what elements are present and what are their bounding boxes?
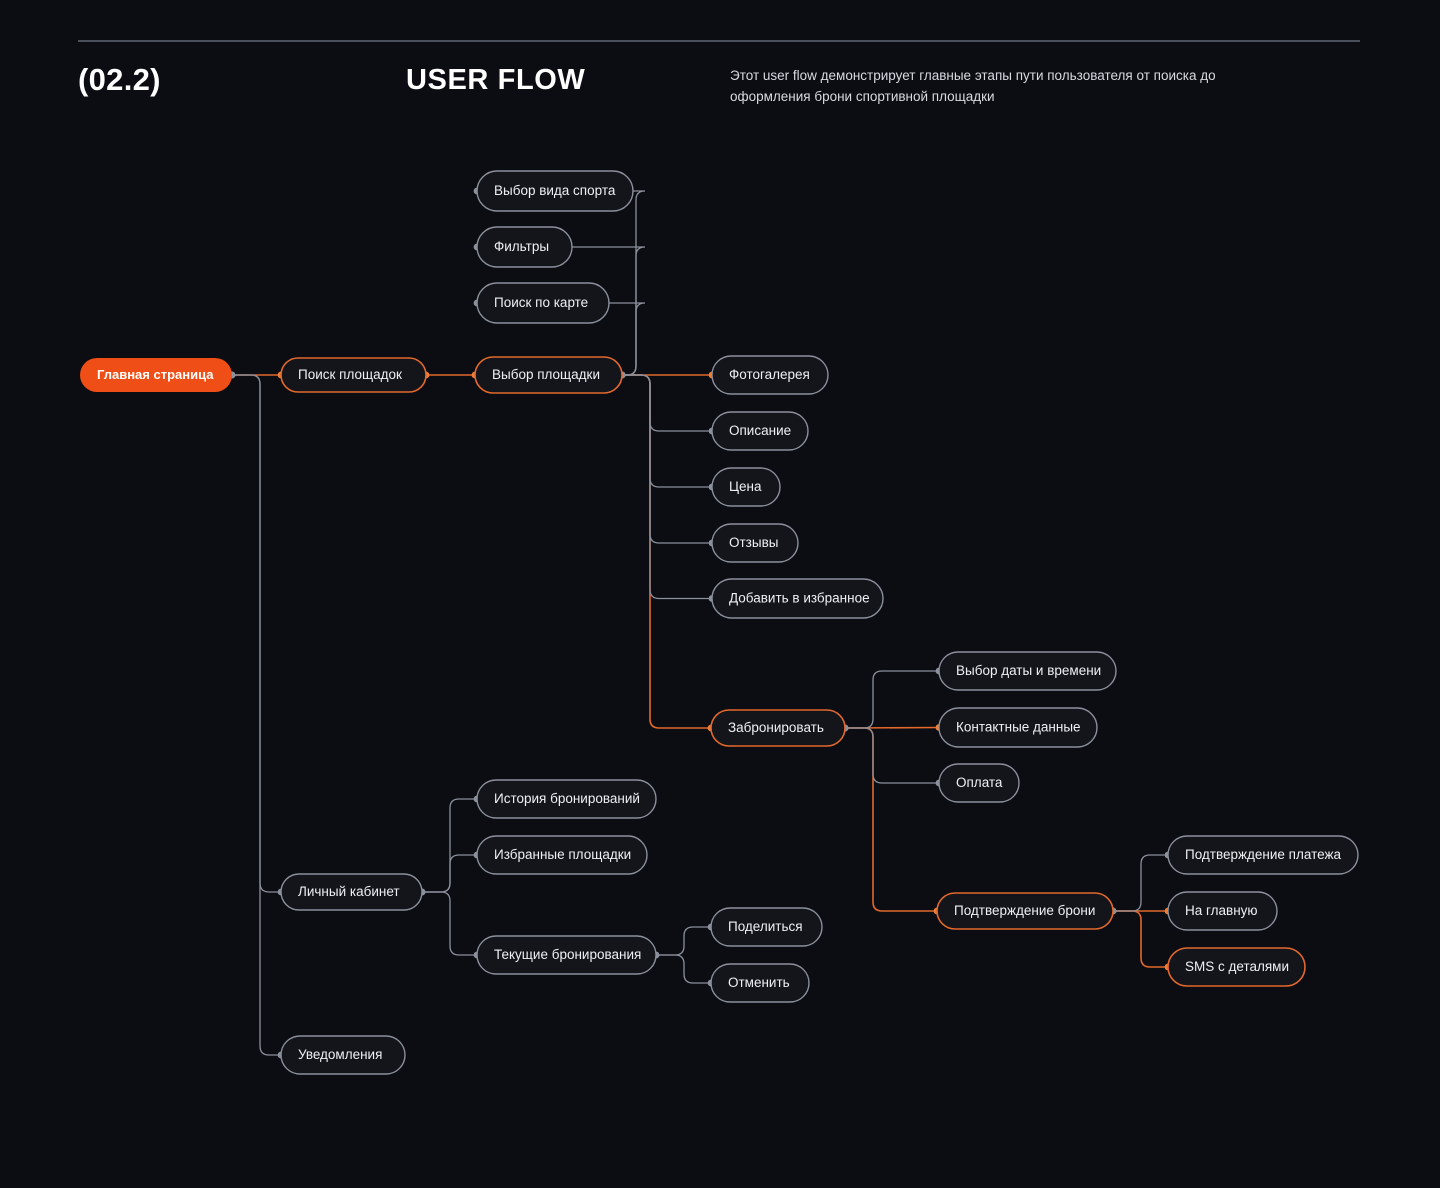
node-label: Забронировать [728, 720, 824, 735]
flow-edge [656, 926, 711, 956]
flow-node-price[interactable]: Цена [711, 467, 781, 507]
node-shape [1167, 947, 1306, 987]
nodes-layer: Главная страница Поиск площадок Выбор вида… [80, 170, 1359, 1075]
node-shape [280, 873, 423, 911]
flow-node-notify[interactable]: Уведомления [280, 1035, 406, 1075]
flow-node-cancel[interactable]: Отменить [710, 963, 810, 1003]
node-label: Выбор даты и времени [956, 663, 1101, 678]
node-label: Выбор площадки [492, 367, 600, 382]
node-label: Фильтры [494, 239, 549, 254]
node-shape [476, 226, 573, 268]
flow-edge [845, 727, 937, 912]
flow-node-sms[interactable]: SMS с деталями [1167, 947, 1306, 987]
node-label: Текущие бронирования [494, 947, 641, 962]
flow-node-photos[interactable]: Фотогалерея [711, 355, 829, 395]
node-label: Поиск площадок [298, 367, 402, 382]
flow-node-tohome[interactable]: На главную [1167, 891, 1278, 931]
node-shape [1167, 835, 1359, 875]
page-title: USER FLOW [406, 64, 586, 96]
flow-edge [622, 374, 712, 600]
flow-node-reviews[interactable]: Отзывы [711, 523, 799, 563]
node-shape [711, 523, 799, 563]
flow-node-account[interactable]: Личный кабинет [280, 873, 423, 911]
flow-node-contacts[interactable]: Контактные данные [938, 707, 1098, 748]
flow-edge [845, 727, 939, 784]
node-shape [936, 892, 1114, 930]
node-shape [711, 411, 809, 451]
node-label: Фотогалерея [729, 367, 810, 382]
node-shape [476, 935, 657, 975]
flow-node-share[interactable]: Поделиться [710, 907, 823, 947]
node-shape [710, 709, 846, 747]
node-shape [476, 282, 610, 324]
flow-edge [1113, 854, 1168, 912]
flow-node-favvenues[interactable]: Избранные площадки [476, 835, 648, 875]
flow-node-fav[interactable]: Добавить в избранное [711, 578, 884, 619]
node-label: Цена [729, 479, 762, 494]
flow-edge [232, 374, 281, 893]
flow-node-venue[interactable]: Выбор площадки [474, 356, 623, 394]
node-label: Поделиться [728, 919, 803, 934]
node-label: Выбор вида спорта [494, 183, 616, 198]
flow-node-filters[interactable]: Фильтры [476, 226, 573, 268]
node-shape [938, 651, 1117, 691]
flow-node-desc[interactable]: Описание [711, 411, 809, 451]
flow-node-confirm[interactable]: Подтверждение брони [936, 892, 1114, 930]
flow-node-home[interactable]: Главная страница [80, 358, 232, 392]
node-shape [476, 835, 648, 875]
node-shape [710, 963, 810, 1003]
node-shape [476, 779, 657, 819]
node-shape [476, 170, 634, 212]
flow-node-history[interactable]: История бронирований [476, 779, 657, 819]
flow-node-current[interactable]: Текущие бронирования [476, 935, 657, 975]
node-label: Отменить [728, 975, 790, 990]
node-label: Подтверждение брони [954, 903, 1095, 918]
node-label: Уведомления [298, 1047, 382, 1062]
node-shape [938, 707, 1098, 748]
section-number: (02.2) [78, 62, 161, 97]
node-shape [711, 578, 884, 619]
flow-edge [622, 374, 711, 729]
node-shape [80, 358, 232, 392]
node-label: Отзывы [729, 535, 778, 550]
node-label: На главную [1185, 903, 1258, 918]
node-shape [711, 467, 781, 507]
node-label: Избранные площадки [494, 847, 631, 862]
flow-edge [622, 374, 712, 544]
node-label: Добавить в избранное [729, 591, 870, 606]
node-label: История бронирований [494, 791, 640, 806]
node-shape [1167, 891, 1278, 931]
flow-node-payment[interactable]: Оплата [938, 763, 1020, 803]
node-label: Главная страница [97, 367, 214, 382]
node-label: Описание [729, 423, 791, 438]
flow-node-datetime[interactable]: Выбор даты и времени [938, 651, 1117, 691]
node-label: SMS с деталями [1185, 959, 1289, 974]
flow-edge [845, 670, 939, 729]
flow-node-paymentok[interactable]: Подтверждение платежа [1167, 835, 1359, 875]
flow-node-sport[interactable]: Выбор вида спорта [476, 170, 634, 212]
flow-node-book[interactable]: Забронировать [710, 709, 846, 747]
node-shape [711, 355, 829, 395]
flow-edge [422, 891, 477, 956]
node-label: Подтверждение платежа [1185, 847, 1342, 862]
flow-edge [622, 374, 712, 432]
node-label: Личный кабинет [298, 884, 400, 899]
flow-edge [232, 374, 281, 1056]
flow-edge [1113, 910, 1168, 968]
node-shape [938, 763, 1020, 803]
flow-edge [422, 854, 477, 893]
node-label: Оплата [956, 775, 1003, 790]
flow-node-search[interactable]: Поиск площадок [280, 357, 427, 393]
flow-edge [656, 954, 711, 984]
header-divider [78, 40, 1360, 42]
node-shape [280, 357, 427, 393]
flow-node-map[interactable]: Поиск по карте [476, 282, 610, 324]
node-label: Контактные данные [956, 720, 1081, 735]
node-label: Поиск по карте [494, 295, 588, 310]
node-shape [474, 356, 623, 394]
node-shape [710, 907, 823, 947]
page-description: Этот user flow демонстрирует главные эта… [730, 68, 1216, 104]
node-shape [280, 1035, 406, 1075]
